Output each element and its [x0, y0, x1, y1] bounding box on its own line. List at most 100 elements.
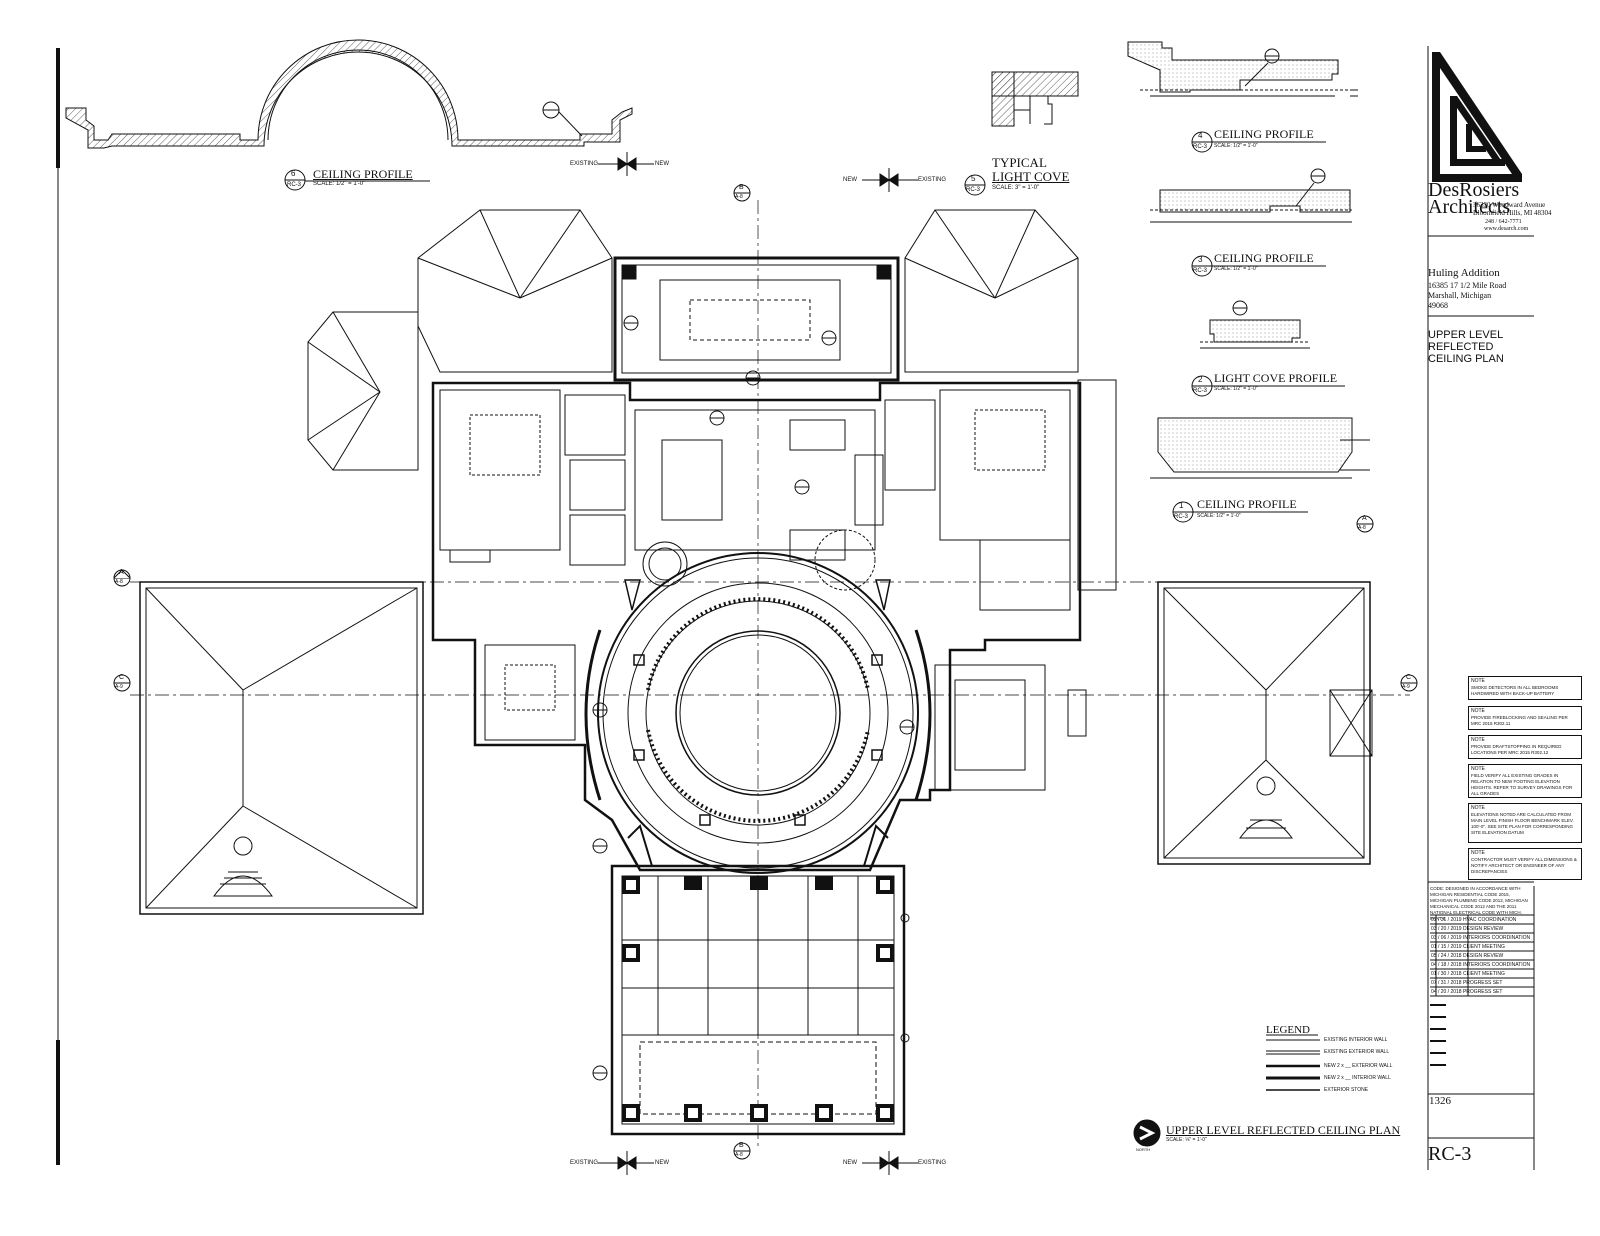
marker-new-4: NEW: [843, 1160, 857, 1166]
detail-bubble-2: [1191, 375, 1345, 397]
note-title: NOTE: [1471, 766, 1485, 772]
section-b-bottom-sheet: A-8: [735, 1152, 743, 1158]
project-name: Huling Addition: [1428, 267, 1500, 279]
note-box-5: NOTE ELEVATIONS NOTED ARE CALCULATED FRO…: [1468, 803, 1582, 843]
detail-6-number: 6: [291, 169, 296, 178]
detail-bubble-6: [284, 169, 430, 191]
note-text: PROVIDE DRAFTSTOPPING IN REQUIRED LOCATI…: [1471, 744, 1562, 755]
note-text: ELEVATIONS NOTED ARE CALCULATED FROM MAI…: [1471, 812, 1574, 835]
legend-item: NEW 2 x __ INTERIOR WALL: [1324, 1075, 1391, 1081]
existing-new-marker-1: [598, 152, 654, 176]
detail-5-title-line1: TYPICAL: [992, 155, 1047, 170]
north-label: NORTH: [1136, 1147, 1151, 1152]
sheet-number: RC-3: [1428, 1143, 1472, 1165]
detail-4-scale: SCALE: 1/2" = 1'-0": [1214, 143, 1258, 149]
note-box-4: NOTE FIELD VERIFY ALL EXISTING GRADES IN…: [1468, 764, 1582, 798]
note-title: NOTE: [1471, 805, 1485, 811]
detail-3-number: 3: [1198, 255, 1203, 264]
detail-2-scale: SCALE: 1/2" = 1'-0": [1214, 386, 1258, 392]
sheet-title-line3: CEILING PLAN: [1428, 353, 1504, 365]
marker-new-3: NEW: [655, 1160, 669, 1166]
revision-row: 03 / 20 / 2019 DESIGN REVIEW: [1431, 926, 1504, 932]
project-address2: Marshall, Michigan: [1428, 291, 1492, 300]
project-zip: 49068: [1428, 301, 1448, 310]
revision-row: 05 / 24 / 2018 DESIGN REVIEW: [1431, 953, 1504, 959]
detail-1-number: 1: [1179, 501, 1184, 510]
sheet-title-line2: REFLECTED: [1428, 341, 1494, 353]
note-box-2: NOTE PROVIDE FIREBLOCKING AND SEALING PE…: [1468, 706, 1582, 730]
revision-row: 01 / 15 / 2019 CLIENT MEETING: [1431, 944, 1505, 950]
detail-6-sheet: RC-3: [287, 182, 302, 188]
detail-bubble-1: [1172, 501, 1308, 523]
firm-name-line1: DesRosiers: [1428, 179, 1520, 201]
section-a-left: A: [119, 569, 124, 576]
detail-1-scale: SCALE: 1/2" = 1'-0": [1197, 513, 1241, 519]
note-title: NOTE: [1471, 850, 1485, 856]
detail-6-scale: SCALE: 1/2" = 1'-0": [313, 181, 366, 187]
detail-bubble-3: [1191, 255, 1326, 277]
section-c-right-sheet: A-9: [1402, 684, 1410, 690]
marker-existing-4: EXISTING: [918, 1160, 947, 1166]
ceiling-profile-3-drawing: [1150, 168, 1352, 223]
legend-item: EXISTING EXTERIOR WALL: [1324, 1049, 1390, 1055]
light-cove-profile-2-drawing: [1200, 300, 1310, 349]
job-number: 1326: [1429, 1095, 1451, 1107]
firm-address-line1: 36330 Woodward Avenue: [1473, 201, 1546, 209]
legend-title: LEGEND: [1266, 1024, 1310, 1036]
detail-3-title: CEILING PROFILE: [1214, 251, 1314, 265]
section-c-left: C: [119, 674, 125, 681]
light-cove-detail-5: [991, 71, 1079, 127]
legend-lines: [1266, 1034, 1320, 1091]
ceiling-profile-6-drawing: [65, 39, 633, 149]
detail-3-sheet: RC-3: [1193, 268, 1208, 274]
revision-row: 01 / 30 / 2018 CLIENT MEETING: [1431, 971, 1505, 977]
revision-row: 04 / 20 / 2018 PROGRESS SET: [1431, 989, 1503, 995]
note-title: NOTE: [1471, 708, 1485, 714]
marker-new-2: NEW: [843, 177, 857, 183]
detail-4-title: CEILING PROFILE: [1214, 127, 1314, 141]
detail-5-sheet: RC-3: [966, 187, 981, 193]
note-box-3: NOTE PROVIDE DRAFTSTOPPING IN REQUIRED L…: [1468, 735, 1582, 759]
detail-2-sheet: RC-3: [1193, 388, 1208, 394]
detail-2-title: LIGHT COVE PROFILE: [1214, 371, 1338, 385]
note-text: SMOKE DETECTORS IN ALL BEDROOMS HARDWIRE…: [1471, 685, 1559, 696]
detail-bubble-4: [1191, 131, 1326, 153]
detail-4-number: 4: [1198, 131, 1203, 140]
detail-2-number: 2: [1198, 375, 1203, 384]
note-title: NOTE: [1471, 678, 1485, 684]
revision-row: 07 / 31 / 2018 PROGRESS SET: [1431, 980, 1503, 986]
detail-3-scale: SCALE: 1/2" = 1'-0": [1214, 266, 1258, 272]
section-c-right: C: [1406, 674, 1412, 681]
project-address1: 16385 17 1/2 Mile Road: [1428, 281, 1507, 290]
note-title: NOTE: [1471, 737, 1485, 743]
detail-1-sheet: RC-3: [1174, 514, 1189, 520]
north-arrow: [1133, 1119, 1161, 1147]
detail-5-number: 5: [971, 174, 976, 183]
section-c-left-sheet: A-9: [115, 684, 123, 690]
detail-bubble-5: [964, 174, 986, 196]
plan-title: UPPER LEVEL REFLECTED CEILING PLAN: [1166, 1123, 1401, 1137]
firm-logo: [1432, 52, 1522, 182]
detail-4-sheet: RC-3: [1193, 144, 1208, 150]
section-a-left-sheet: A-8: [115, 579, 123, 585]
ceiling-profile-4-drawing: [1127, 41, 1358, 97]
revision-row: 03 / 31 / 2019 HVAC COORDINATION: [1431, 917, 1517, 923]
section-b-top-sheet: A-8: [735, 194, 743, 200]
firm-phone: 248 / 642-7771: [1485, 219, 1522, 225]
sheet-title-line1: UPPER LEVEL: [1428, 329, 1504, 341]
legend-item: EXTERIOR STONE: [1324, 1087, 1369, 1093]
marker-existing-1: EXISTING: [570, 161, 599, 167]
detail-6-title: CEILING PROFILE: [313, 167, 413, 181]
marker-existing-2: EXISTING: [918, 177, 947, 183]
legend-item: EXISTING INTERIOR WALL: [1324, 1037, 1388, 1043]
legend-item: NEW 2 x __ EXTERIOR WALL: [1324, 1063, 1393, 1069]
section-a-right-sheet: A-8: [1358, 525, 1366, 531]
existing-new-marker-3: [598, 1151, 654, 1175]
firm-name-line2: Architects: [1428, 196, 1511, 218]
section-b-top: B: [739, 184, 744, 191]
marker-existing-3: EXISTING: [570, 1160, 599, 1166]
existing-new-marker-2: [862, 168, 918, 192]
note-text: CONTRACTOR MUST VERIFY ALL DIMENSIONS & …: [1471, 857, 1577, 874]
firm-web: www.desarch.com: [1484, 226, 1529, 232]
existing-new-marker-4: [862, 1151, 918, 1175]
